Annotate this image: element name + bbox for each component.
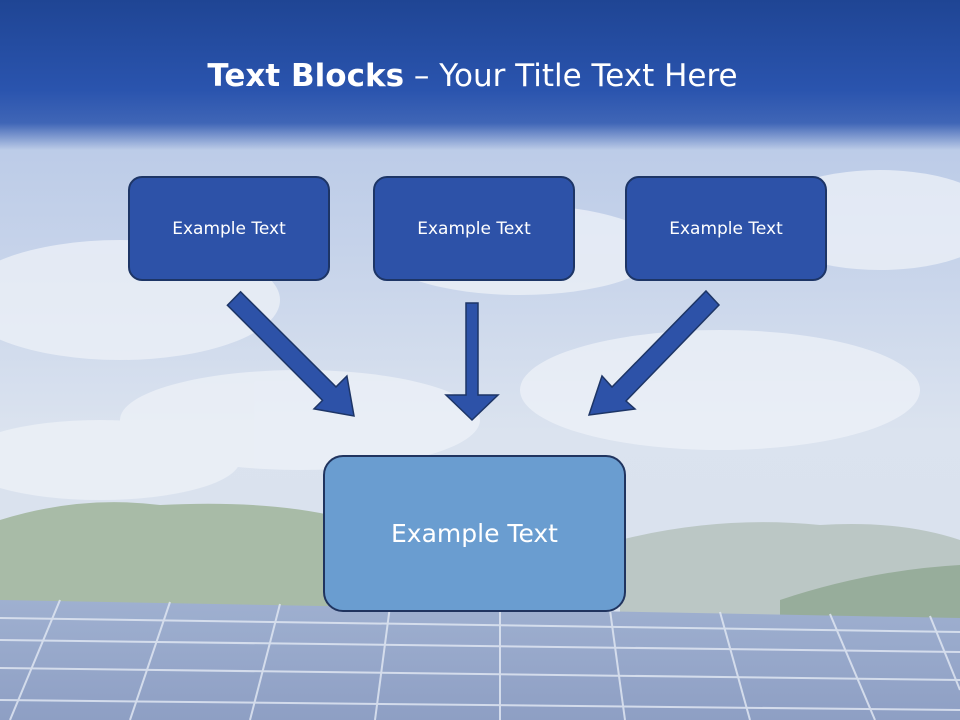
slide-title: Text Blocks – Your Title Text Here (0, 52, 945, 100)
title-separator: – (404, 58, 440, 94)
arrow-center-down (444, 302, 500, 422)
top-block-1: Example Text (128, 176, 330, 281)
title-bold-part: Text Blocks (207, 58, 405, 94)
title-band (0, 0, 960, 150)
bottom-block-label: Example Text (391, 519, 558, 548)
top-block-1-label: Example Text (172, 218, 286, 239)
title-rest: Your Title Text Here (439, 58, 738, 94)
top-block-3: Example Text (625, 176, 827, 281)
arrow-left-diagonal (226, 290, 355, 417)
top-block-2-label: Example Text (417, 218, 531, 239)
bottom-block: Example Text (323, 455, 626, 612)
top-block-2: Example Text (373, 176, 575, 281)
top-block-3-label: Example Text (669, 218, 783, 239)
arrow-right-diagonal-shape (587, 289, 721, 416)
